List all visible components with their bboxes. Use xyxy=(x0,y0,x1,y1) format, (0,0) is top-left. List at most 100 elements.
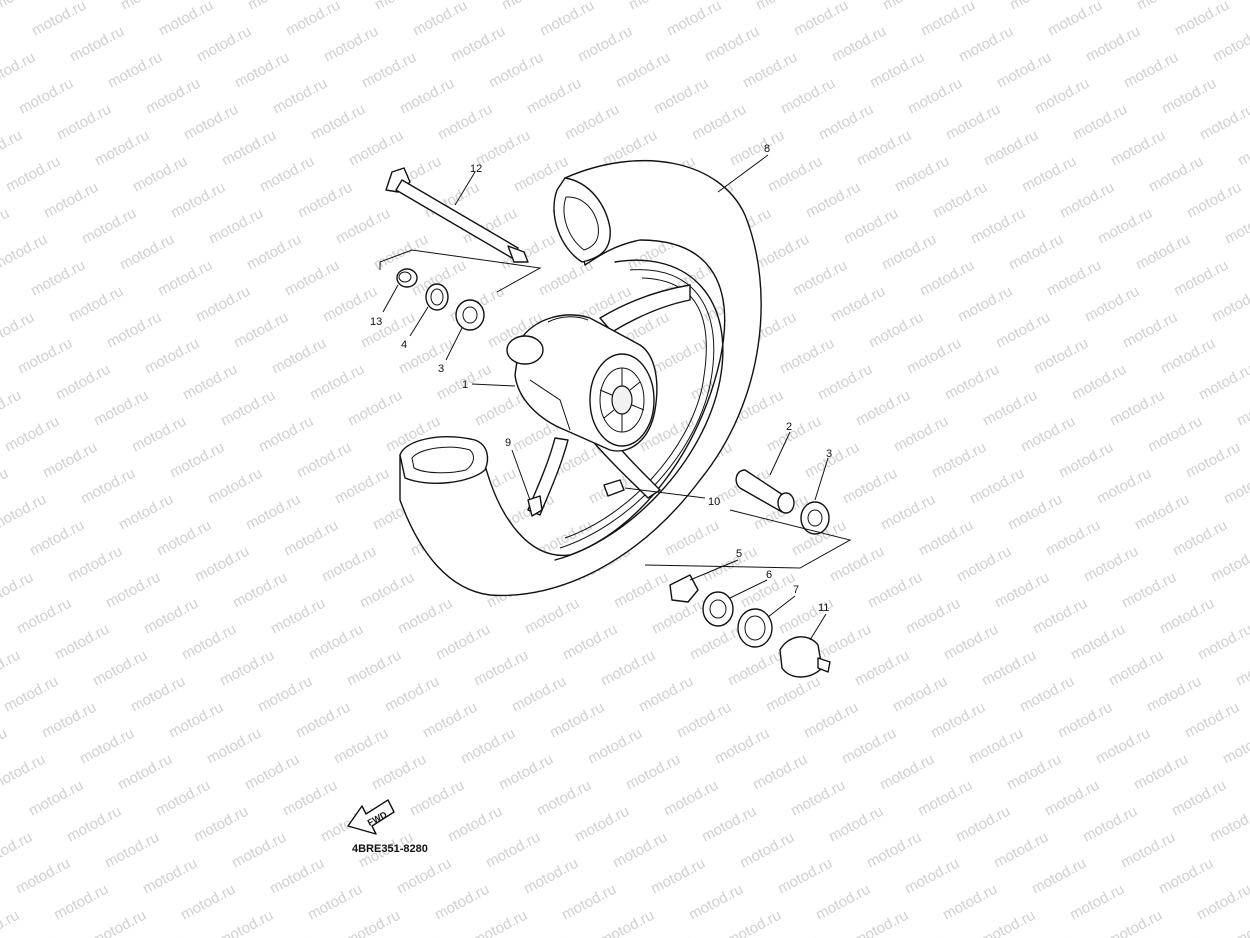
valve-and-weight xyxy=(527,479,625,517)
watermark-text: motod.ru xyxy=(956,23,1016,66)
watermark-text: motod.ru xyxy=(1067,881,1127,924)
watermark-text: motod.ru xyxy=(928,699,988,742)
watermark-text: motod.ru xyxy=(268,595,328,638)
watermark-text: motod.ru xyxy=(308,101,368,144)
watermark-text: motod.ru xyxy=(499,0,559,14)
watermark-text: motod.ru xyxy=(994,49,1054,92)
left-parts-group xyxy=(379,249,542,331)
watermark-text: motod.ru xyxy=(357,569,417,612)
watermark-text: motod.ru xyxy=(966,725,1026,768)
watermark-text: motod.ru xyxy=(1030,595,1090,638)
watermark-text: motod.ru xyxy=(1146,153,1206,196)
watermark-text: motod.ru xyxy=(435,101,495,144)
watermark-text: motod.ru xyxy=(92,127,152,170)
watermark-text: motod.ru xyxy=(79,205,139,248)
watermark-text: motod.ru xyxy=(689,101,749,144)
watermark-text: motod.ru xyxy=(1195,621,1250,664)
watermark-text: motod.ru xyxy=(269,335,329,378)
watermark-text: motod.ru xyxy=(815,361,875,404)
right-parts-group xyxy=(644,469,852,569)
watermark-text: motod.ru xyxy=(1169,777,1229,820)
watermark-text: motod.ru xyxy=(953,803,1013,846)
watermark-text: motod.ru xyxy=(346,127,406,170)
watermark-text: motod.ru xyxy=(372,0,432,14)
watermark-text: motod.ru xyxy=(1107,387,1167,430)
watermark-text: motod.ru xyxy=(801,699,861,742)
watermark-text: motod.ru xyxy=(1171,257,1231,300)
watermark-text: motod.ru xyxy=(702,23,762,66)
watermark-text: motod.ru xyxy=(902,855,962,898)
watermark-text: motod.ru xyxy=(1005,491,1065,534)
watermark-text: motod.ru xyxy=(979,647,1039,690)
watermark-text: motod.ru xyxy=(0,491,49,534)
callout-3-left: 3 xyxy=(438,363,444,375)
watermark-text: motod.ru xyxy=(395,595,455,638)
watermark-text: motod.ru xyxy=(814,621,874,664)
watermark-text: motod.ru xyxy=(752,231,812,274)
watermark-text: motod.ru xyxy=(991,829,1051,872)
watermark-text: motod.ru xyxy=(28,257,88,300)
watermark-text: motod.ru xyxy=(1145,413,1205,456)
watermark-text: motod.ru xyxy=(166,699,226,742)
watermark-text: motod.ru xyxy=(1032,75,1092,118)
watermark-text: motod.ru xyxy=(232,49,292,92)
watermark-text: motod.ru xyxy=(610,829,670,872)
watermark-text: motod.ru xyxy=(1159,75,1219,118)
watermark-text: motod.ru xyxy=(699,803,759,846)
watermark-text: motod.ru xyxy=(1095,205,1155,248)
watermark-text: motod.ru xyxy=(1196,361,1250,404)
watermark-text: motod.ru xyxy=(1094,465,1154,508)
watermark-text: motod.ru xyxy=(826,803,886,846)
watermark-text: motod.ru xyxy=(890,673,950,716)
watermark-text: motod.ru xyxy=(1234,387,1250,430)
watermark-text: motod.ru xyxy=(740,49,800,92)
watermark-text: motod.ru xyxy=(1081,543,1141,586)
watermark-text: motod.ru xyxy=(917,257,977,300)
callout-3-right: 3 xyxy=(826,448,832,460)
watermark-text: motod.ru xyxy=(142,335,202,378)
watermark-text: motod.ru xyxy=(816,101,876,144)
watermark-text: motod.ru xyxy=(1210,23,1250,66)
watermark-text: motod.ru xyxy=(1131,751,1191,794)
watermark-text: motod.ru xyxy=(597,907,657,938)
watermark-text: motod.ru xyxy=(1143,933,1203,938)
watermark-text: motod.ru xyxy=(216,907,276,938)
watermark-text: motod.ru xyxy=(471,647,531,690)
watermark-text: motod.ru xyxy=(1170,517,1230,560)
watermark-text: motod.ru xyxy=(852,647,912,690)
watermark-text: motod.ru xyxy=(686,881,746,924)
watermark-text: motod.ru xyxy=(636,673,696,716)
watermark-text: motod.ru xyxy=(0,0,51,14)
watermark-text: motod.ru xyxy=(700,543,760,586)
watermark-text: motod.ru xyxy=(0,725,10,768)
watermark-text: motod.ru xyxy=(940,881,1000,924)
watermark-text: motod.ru xyxy=(1222,205,1250,248)
watermark-text: motod.ru xyxy=(230,569,290,612)
watermark-text: motod.ru xyxy=(51,881,111,924)
watermark-text: motod.ru xyxy=(509,673,569,716)
watermark-text: motod.ru xyxy=(458,725,518,768)
callout-11: 11 xyxy=(818,602,829,614)
watermark-text: motod.ru xyxy=(0,647,23,690)
watermark-text: motod.ru xyxy=(791,0,851,40)
watermark-text: motod.ru xyxy=(547,699,607,742)
watermark-text: motod.ru xyxy=(664,0,724,40)
watermark-text: motod.ru xyxy=(560,621,620,664)
watermark-text: motod.ru xyxy=(381,933,441,938)
watermark-text: motod.ru xyxy=(559,881,619,924)
watermark-text: motod.ru xyxy=(15,335,75,378)
watermark-text: motod.ru xyxy=(358,309,418,352)
watermark-text: motod.ru xyxy=(16,75,76,118)
watermark-text: motod.ru xyxy=(255,673,315,716)
watermark-text: motod.ru xyxy=(650,335,710,378)
watermark-text: motod.ru xyxy=(102,829,162,872)
watermark-text: motod.ru xyxy=(916,517,976,560)
watermark-text: motod.ru xyxy=(1209,283,1250,326)
watermark-text: motod.ru xyxy=(1006,231,1066,274)
watermark-text: motod.ru xyxy=(864,829,924,872)
watermark-text: motod.ru xyxy=(1134,0,1194,14)
watermark-text: motod.ru xyxy=(91,387,151,430)
callout-12: 12 xyxy=(470,163,482,175)
watermark-text: motod.ru xyxy=(992,569,1052,612)
watermark-text: motod.ru xyxy=(737,829,797,872)
